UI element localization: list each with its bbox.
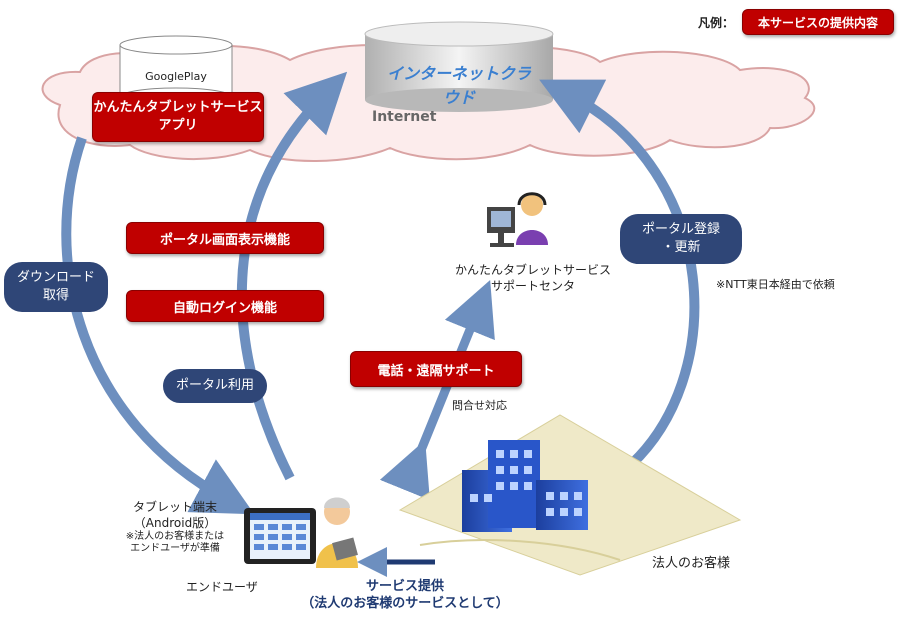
end-user-figure: [316, 497, 358, 568]
tablet-note-line2: エンドユーザが準備: [130, 543, 220, 554]
cloud-title: インターネットクラウド: [386, 64, 531, 107]
app-line1: かんたんタブレットサービス: [93, 100, 263, 115]
ntt-note: ※NTT東日本経由で依頼: [716, 278, 835, 291]
office-building: [398, 414, 742, 576]
app-box: かんたんタブレットサービス アプリ: [92, 92, 264, 142]
pill-portal-use: ポータル利用: [163, 369, 267, 403]
legend-box: 本サービスの提供内容: [742, 9, 894, 35]
pill-portal-registration: ポータル登録 ・更新: [620, 214, 742, 264]
support-center-line1: かんたんタブレットサービス: [454, 263, 611, 277]
feature-phone-support: 電話・遠隔サポート: [350, 351, 522, 387]
pill-portal-reg-line1: ポータル登録: [641, 222, 720, 237]
pill-download-line1: ダウンロード: [16, 270, 95, 285]
tablet-label-line2: （Android版）: [133, 516, 217, 530]
operator-figure: [487, 192, 548, 247]
cloud-cylinder: [364, 21, 554, 112]
service-provision: サービス提供 （法人のお客様のサービスとして）: [300, 578, 510, 612]
pill-portal-reg-line2: ・更新: [661, 240, 701, 255]
cloud-internet-label: Internet: [372, 109, 437, 125]
pill-download-line2: 取得: [42, 288, 69, 303]
arrow-portal-use: [236, 71, 348, 481]
arrow-portal-reg: [539, 79, 700, 474]
pill-download: ダウンロード 取得: [4, 262, 108, 312]
support-center-line2: サポートセンタ: [490, 279, 575, 293]
googleplay-label: GooglePlay: [145, 70, 207, 83]
legend-label: 凡例：: [698, 16, 735, 30]
app-line2: アプリ: [158, 118, 198, 133]
inquiry-label: 問合せ対応: [452, 399, 507, 412]
corporate-customer-label: 法人のお客様: [652, 556, 731, 571]
arrow-download: [61, 136, 255, 515]
feature-portal-display: ポータル画面表示機能: [126, 222, 324, 254]
tablet-note-line1: ※法人のお客様または: [125, 531, 225, 542]
feature-auto-login: 自動ログイン機能: [126, 290, 324, 322]
service-line1: サービス提供: [365, 579, 444, 594]
tablet-device: [244, 508, 316, 564]
service-line2: （法人のお客様のサービスとして）: [301, 596, 509, 611]
end-user-label: エンドユーザ: [186, 580, 258, 594]
tablet-label-line1: タブレット端末: [132, 500, 217, 514]
